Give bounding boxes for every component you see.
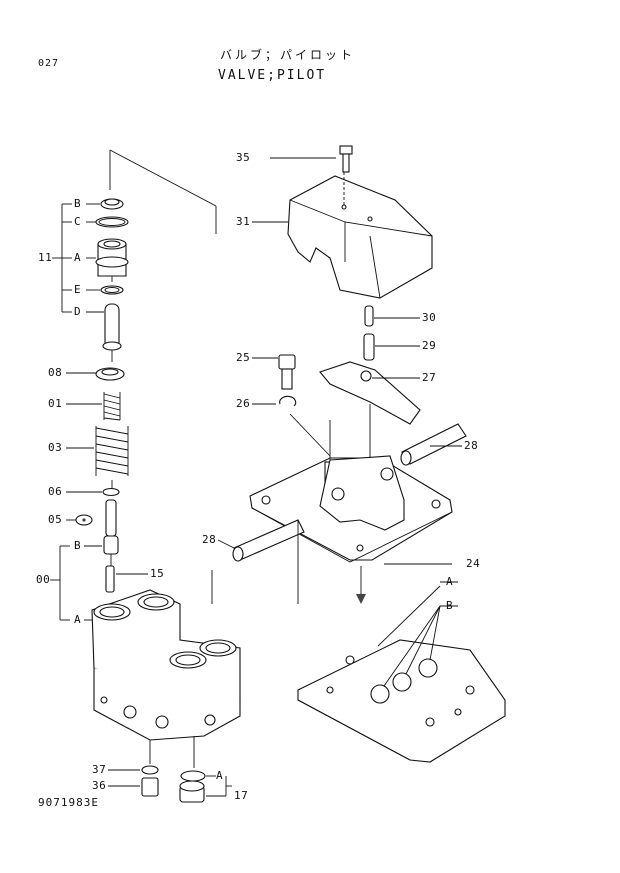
part-08-seat bbox=[66, 367, 125, 381]
bolt-35 bbox=[270, 145, 353, 173]
part-B-ring bbox=[100, 198, 124, 210]
spool-B bbox=[103, 499, 119, 566]
drawing-number: 9071983E bbox=[38, 796, 99, 809]
callout-28-right: 28 bbox=[464, 439, 479, 452]
part-15-rod bbox=[105, 565, 148, 593]
part-C-oring bbox=[95, 216, 129, 228]
title-english: VALVE;PILOT bbox=[218, 68, 327, 83]
down-arrow bbox=[356, 566, 366, 604]
part-01-spring bbox=[66, 392, 121, 421]
callout-36: 36 bbox=[92, 779, 107, 792]
callout-29: 29 bbox=[422, 339, 437, 352]
callout-35: 35 bbox=[236, 151, 251, 164]
callout-15: 15 bbox=[150, 567, 165, 580]
callout-01: 01 bbox=[48, 397, 63, 410]
bolt-25 bbox=[252, 354, 296, 390]
callout-25: 25 bbox=[236, 351, 251, 364]
callout-17: 17 bbox=[234, 789, 249, 802]
part-D-plunger bbox=[102, 303, 122, 351]
pin-28-right bbox=[400, 423, 467, 466]
callout-B-right: B bbox=[446, 599, 454, 612]
callout-A-casing: A bbox=[74, 613, 82, 626]
part-E-ring bbox=[100, 285, 124, 295]
page-code: 027 bbox=[38, 58, 60, 69]
callout-A-bottom: A bbox=[216, 769, 224, 782]
part-05-retainer bbox=[66, 514, 93, 526]
cover-31 bbox=[252, 172, 433, 299]
callout-27: 27 bbox=[422, 371, 437, 384]
callout-03: 03 bbox=[48, 441, 63, 454]
callout-A-right: A bbox=[446, 575, 454, 588]
pin-30 bbox=[364, 305, 420, 327]
callout-24: 24 bbox=[466, 557, 481, 570]
guide-lines bbox=[109, 149, 217, 490]
part-37-oring bbox=[108, 765, 159, 775]
callout-D: D bbox=[74, 305, 82, 318]
casing-A bbox=[91, 589, 241, 768]
callout-C: C bbox=[74, 215, 82, 228]
lever-27 bbox=[319, 361, 421, 425]
callout-A-top: A bbox=[74, 251, 82, 264]
callout-31: 31 bbox=[236, 215, 251, 228]
callout-06: 06 bbox=[48, 485, 63, 498]
bracket-11 bbox=[52, 203, 104, 313]
pin-29 bbox=[363, 333, 420, 361]
callout-28-left: 28 bbox=[202, 533, 217, 546]
title-japanese: バルブ；パイロット bbox=[220, 48, 356, 62]
callout-B-spool: B bbox=[74, 539, 82, 552]
callout-B-top: B bbox=[74, 197, 82, 210]
part-06-washer bbox=[66, 487, 120, 497]
part-A-bushing bbox=[95, 238, 129, 277]
callout-37: 37 bbox=[92, 763, 107, 776]
part-36-plug bbox=[108, 777, 159, 797]
callout-26: 26 bbox=[236, 397, 251, 410]
part-17-plug-assembly bbox=[179, 770, 232, 803]
base-plate-view bbox=[297, 581, 506, 763]
callout-30: 30 bbox=[422, 311, 437, 324]
callout-08: 08 bbox=[48, 366, 63, 379]
part-03-spring bbox=[66, 426, 129, 476]
pin-28-left bbox=[211, 519, 305, 604]
snap-ring-26 bbox=[252, 395, 297, 407]
plate-24 bbox=[249, 404, 453, 565]
bracket-00 bbox=[50, 545, 102, 621]
callout-E: E bbox=[74, 283, 82, 296]
callout-11: 11 bbox=[38, 251, 53, 264]
callout-00: 00 bbox=[36, 573, 51, 586]
callout-05: 05 bbox=[48, 513, 63, 526]
